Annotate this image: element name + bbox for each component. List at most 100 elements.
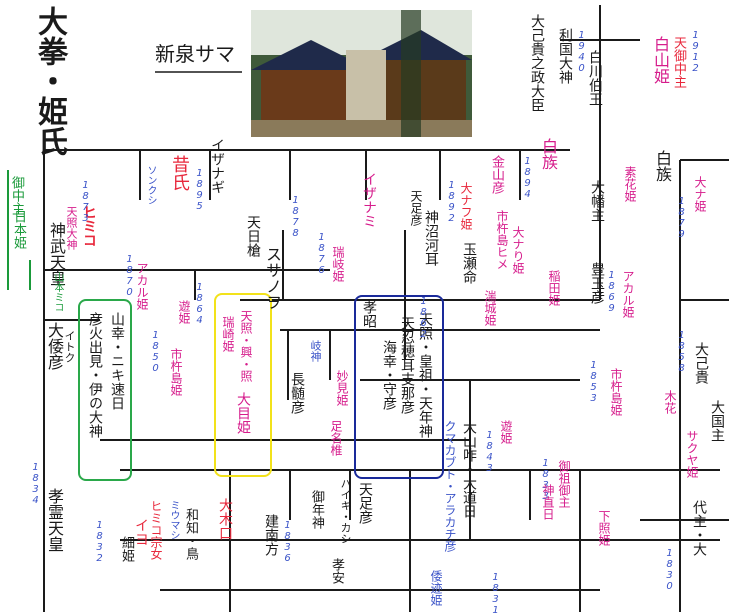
- name-mitoshi: 御年神: [309, 490, 324, 529]
- name-ichikishima-right: 市杵島姫: [609, 368, 623, 416]
- name-yamato-hime: 天照・興・照: [239, 310, 253, 382]
- year-1878: 1878: [290, 195, 301, 239]
- year-1858: 1858: [676, 330, 687, 374]
- name-oome-hime: 大目姫: [235, 392, 251, 434]
- name-kosho: 孝昭: [361, 300, 377, 328]
- name-izanami: イザナミ: [361, 172, 377, 228]
- name-amaterasu-year-god: 天照・皇祖・天年神: [417, 312, 433, 438]
- year-1862: 1862: [418, 296, 429, 340]
- name-amaterasu: 天照大神: [65, 206, 78, 250]
- name-shirayama-hime: 白山姫: [651, 36, 670, 84]
- name-daijin: 大己貴之政大臣: [529, 14, 545, 112]
- name-himiko: ヒミコ: [81, 205, 97, 247]
- name-kotoshironushi: 代主・大: [691, 500, 707, 556]
- name-korei: 孝霊天皇: [45, 488, 64, 552]
- name-onamuchi: 大己貴: [693, 342, 709, 384]
- year-1912: 1912: [690, 30, 701, 74]
- year-1830: 1830: [664, 548, 675, 592]
- name-mitoshi-hime: 御祖御主: [557, 460, 571, 508]
- year-1876: 1876: [316, 232, 327, 276]
- year-1831: 1831: [490, 572, 501, 616]
- name-mizusaki-hime: 瑞崎姫: [221, 316, 235, 352]
- name-nagasunehiko: 長髄彦: [289, 372, 305, 414]
- name-amenohiboko: 天日槍: [245, 215, 261, 257]
- name-akaru-hime-right: アカル姫: [621, 270, 635, 318]
- name-himiko-green: 日本姫: [11, 210, 26, 249]
- year-1894: 1894: [522, 156, 533, 200]
- name-daina-hime-right: 大ナ姫: [693, 176, 707, 212]
- name-umisachi: 海幸・守彦: [381, 340, 397, 410]
- name-kanuma: 神沼河耳: [423, 210, 439, 266]
- name-mikado: 御中主: [9, 176, 24, 215]
- name-shishi-hime: 遊姫: [499, 420, 513, 444]
- name-haiki: ハイキ・カシ: [339, 478, 352, 544]
- year-1836: 1836: [282, 520, 293, 564]
- page-title: 大拳・姫氏: [32, 6, 67, 156]
- name-mimato-hime: 市杵島ヒメ: [495, 210, 509, 270]
- year-1879: 1879: [676, 196, 687, 240]
- year-1834: 1834: [30, 462, 41, 506]
- name-rikoku: 利国大神: [557, 28, 573, 84]
- name-shitateru: 下照姫: [597, 510, 611, 546]
- year-1850: 1850: [150, 330, 161, 374]
- name-sakuya-hime: サクヤ姫: [685, 430, 699, 478]
- name-akaru-hime: アカル姫: [135, 262, 149, 310]
- name-miyoshi-hime: 遊姫: [177, 300, 191, 324]
- name-seki-clan: 昔氏: [169, 155, 190, 191]
- name-iyo: イヨ: [133, 518, 149, 546]
- name-kisaka: 妙見姫: [335, 370, 349, 406]
- name-oyamakui: 大山咋・大道日: [461, 420, 477, 518]
- name-itsumo-hime: 大ナり姫: [511, 226, 525, 274]
- name-toyotama: 豊玉彦: [589, 262, 605, 304]
- name-amenominaka: 天御中主: [671, 36, 686, 88]
- name-himiko-sojo: ヒミコ宗女: [149, 500, 163, 560]
- name-takeminakata: 建南方: [263, 514, 279, 556]
- name-sonkushi: ソンクシ: [145, 165, 156, 205]
- year-1895: 1895: [194, 168, 205, 212]
- name-hoso-hime: 細姫: [119, 536, 134, 562]
- name-kannao: 神直日: [541, 484, 555, 520]
- name-okuninushi: 大国主: [709, 400, 725, 442]
- name-konohana: 木花: [663, 390, 677, 414]
- name-oshihomimi: 天忍穂耳支那彦: [399, 316, 415, 414]
- name-yamato-hime-bottom: 倭迹姫: [429, 570, 443, 606]
- name-kumakabuto: クマカブト・アラカチ彦: [443, 420, 457, 552]
- year-1853: 1853: [588, 360, 599, 404]
- name-kunado: 岐神: [309, 340, 322, 362]
- name-kinzan: 金山彦: [489, 155, 504, 194]
- name-susesho-hime: 瑞岐姫: [331, 246, 345, 282]
- year-1870: 1870: [124, 254, 135, 298]
- name-hohodemi: 彦火出見・伊の大神: [87, 312, 103, 438]
- highlight-box-yellow: [214, 293, 272, 477]
- name-inada-hime: 稲田姫: [547, 270, 561, 306]
- name-yamasachi: 山幸・ニキ速日: [109, 312, 125, 410]
- name-amatari: 天足彦: [357, 482, 373, 524]
- name-okiguchi: 大木口: [217, 498, 233, 540]
- name-daina-hime: 大ナフ姫: [459, 182, 473, 230]
- name-oyamato: 大倭彦: [45, 322, 64, 370]
- name-shirozoku: 白族: [653, 150, 672, 182]
- caption: 新泉サマ: [155, 42, 235, 66]
- name-wachi: 和知・鳥: [183, 508, 198, 560]
- year-1832: 1832: [94, 520, 105, 564]
- name-yamamoto-miko: 山本ミコ: [52, 272, 63, 312]
- name-shirakawa: 白川伯王: [587, 50, 603, 106]
- year-1873: 1873: [80, 180, 91, 224]
- name-koan: 孝安: [329, 558, 344, 584]
- name-jimmu: 神武天皇: [47, 222, 66, 286]
- year-1892: 1892: [446, 180, 457, 224]
- year-1864: 1864: [194, 282, 205, 326]
- name-suizei: 天足彦: [409, 190, 423, 226]
- name-daibanshu: 大幡主: [589, 180, 605, 222]
- name-tamase: 玉瀬命: [461, 242, 477, 284]
- year-1940: 1940: [576, 30, 587, 74]
- name-sekino-hime: 湍城姫: [483, 290, 497, 326]
- name-izanagi: イザナギ: [209, 138, 225, 194]
- year-1869: 1869: [606, 270, 617, 314]
- name-ichikishima: 市杵島姫: [169, 348, 183, 396]
- name-mimashi: ミウマシ: [168, 500, 179, 540]
- name-shinkai-clan: 白族: [539, 138, 558, 170]
- name-susanoo: スサノヲ: [263, 246, 282, 310]
- highlight-box-navy: [354, 295, 444, 479]
